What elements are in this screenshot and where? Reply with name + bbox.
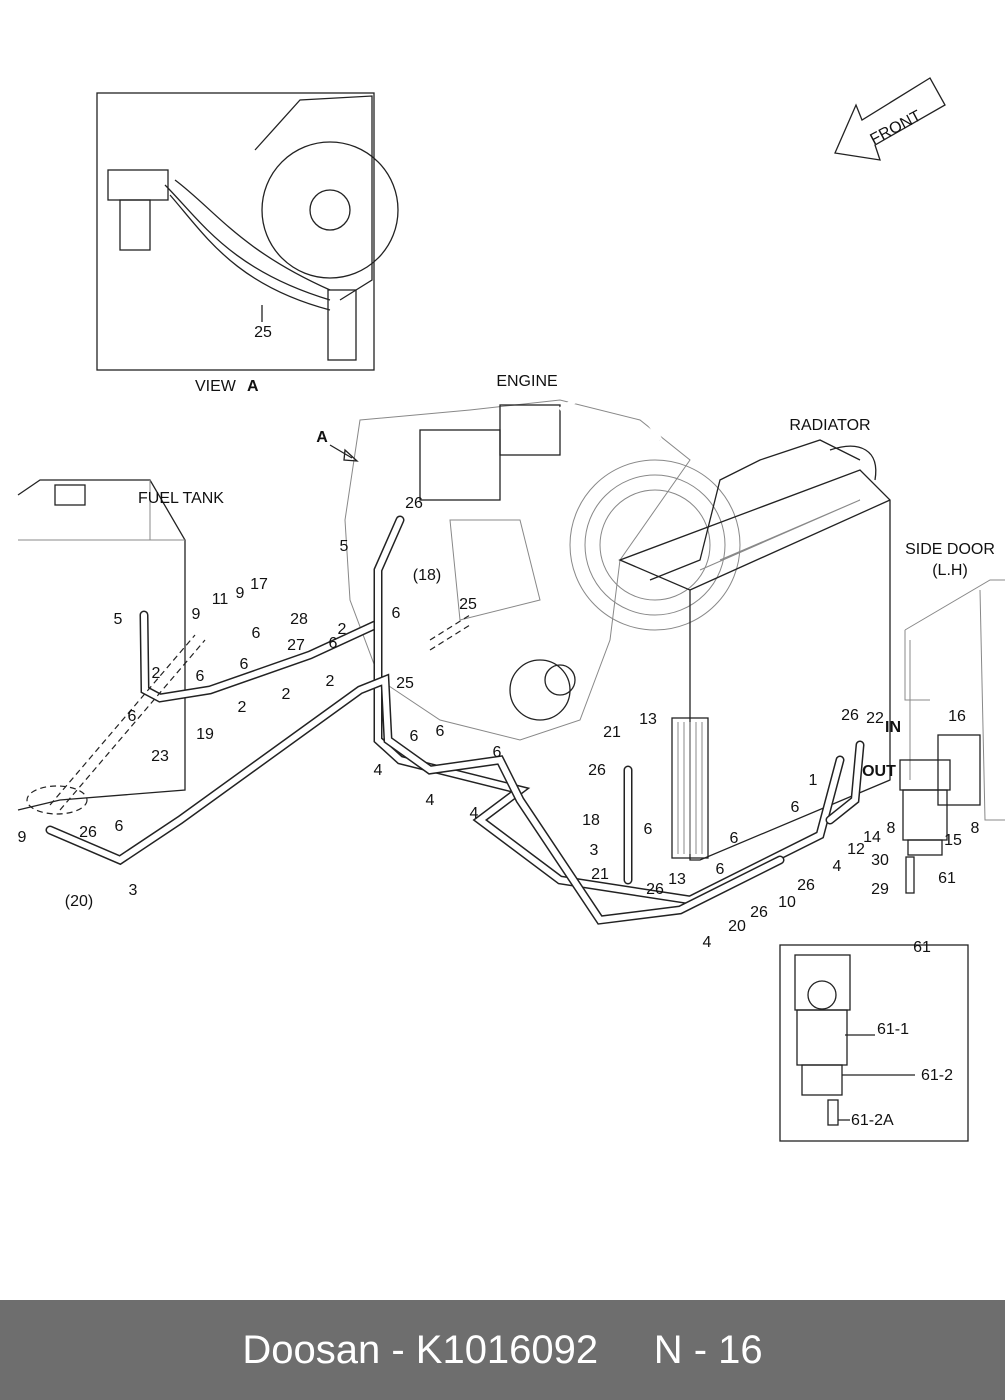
part-callout: 5: [114, 611, 123, 628]
part-callout: 6: [730, 830, 739, 847]
part-callout: 8: [971, 820, 980, 837]
part-callout: (20): [65, 893, 93, 910]
fuel-filter: [899, 734, 981, 894]
part-callout: 6: [493, 744, 502, 761]
engine: [344, 393, 741, 741]
part-callout: 23: [151, 748, 169, 765]
front-label: FRONT: [868, 107, 925, 148]
fuel-hoses: [45, 515, 865, 925]
part-callout: 26: [797, 877, 815, 894]
side-door: [904, 579, 1005, 821]
part-callout: 12: [847, 841, 865, 858]
part-callout: 6: [791, 799, 800, 816]
part-callout: 15: [944, 832, 962, 849]
part-callout: 6: [716, 861, 725, 878]
in-label: IN: [885, 719, 901, 736]
part-callout: 3: [129, 882, 138, 899]
part-callout: 6: [436, 723, 445, 740]
part-callout: 13: [639, 711, 657, 728]
part-callout: 6: [329, 635, 338, 652]
part-callout: (18): [413, 567, 441, 584]
part-callout: 26: [750, 904, 768, 921]
part-callout: 19: [196, 726, 214, 743]
engine-label: ENGINE: [496, 373, 557, 390]
part-callout: 26: [79, 824, 97, 841]
part-callout: 16: [948, 708, 966, 725]
part-callout: 8: [887, 820, 896, 837]
part-callout: 2: [152, 665, 161, 682]
view-a-inset: 25: [96, 92, 399, 371]
fuel-tank: [17, 479, 186, 815]
part-callout: 4: [703, 934, 712, 951]
view-arrow-letter: A: [316, 429, 328, 446]
part-callout: 2: [238, 699, 247, 716]
out-label: OUT: [862, 763, 896, 780]
part-callout: 26: [646, 881, 664, 898]
part-callout: 6: [644, 821, 653, 838]
part-callout: 6: [196, 668, 205, 685]
part-callout: 61: [938, 870, 956, 887]
part-callout: 6: [115, 818, 124, 835]
part-callout: 9: [192, 606, 201, 623]
part-callout: 29: [871, 881, 889, 898]
part-callout: 21: [591, 866, 609, 883]
part-callout: 25: [459, 596, 477, 613]
detail-61-box: 61 61-1 61-2 61-2A: [779, 939, 969, 1142]
part-callout: 17: [250, 576, 268, 593]
view-a-letter: A: [247, 378, 259, 395]
part-callout: 10: [778, 894, 796, 911]
part-callout: 26: [588, 762, 606, 779]
part-callout: 22: [866, 710, 884, 727]
part-callout: 20: [728, 918, 746, 935]
detail-61-part: 61-2A: [851, 1112, 894, 1129]
footer-caption: Doosan - K1016092 N - 16: [0, 1300, 1005, 1400]
fuel-system-diagram: 25 VIEW A FRONT ENGINE RA: [17, 77, 1005, 1142]
part-callout: 28: [290, 611, 308, 628]
view-a-callout: 25: [254, 324, 272, 341]
detail-61-title: 61: [913, 939, 931, 956]
part-callout: 26: [841, 707, 859, 724]
part-callout: 27: [287, 637, 305, 654]
part-callout: 6: [128, 708, 137, 725]
part-callout: 2: [338, 621, 347, 638]
part-callout: 25: [396, 675, 414, 692]
part-callout: 4: [470, 805, 479, 822]
fuel-tank-label: FUEL TANK: [138, 490, 224, 507]
radiator-label: RADIATOR: [789, 417, 870, 434]
part-callout: 2: [282, 686, 291, 703]
part-callout: 2: [326, 673, 335, 690]
front-arrow: FRONT: [834, 77, 946, 161]
part-callout: 30: [871, 852, 889, 869]
view-arrow-icon: [329, 444, 359, 462]
part-callout: 9: [18, 829, 27, 846]
part-callout: 6: [410, 728, 419, 745]
part-callout: 6: [240, 656, 249, 673]
part-callout: 18: [582, 812, 600, 829]
part-callout: 4: [426, 792, 435, 809]
side-door-label: SIDE DOOR: [905, 541, 995, 558]
part-callout: 13: [668, 871, 686, 888]
part-callout: 3: [590, 842, 599, 859]
side-door-sub-label: (L.H): [932, 562, 968, 579]
part-callout: 11: [212, 591, 229, 608]
part-callout: 21: [603, 724, 621, 741]
part-callout: 26: [405, 495, 423, 512]
detail-61-part: 61-2: [921, 1067, 953, 1084]
part-callout: 4: [833, 858, 842, 875]
part-callout: 1: [809, 772, 818, 789]
part-callout: 6: [252, 625, 261, 642]
radiator: [618, 439, 891, 861]
part-callout: 4: [374, 762, 383, 779]
part-callout: 5: [340, 538, 349, 555]
view-a-title: VIEW: [195, 378, 237, 395]
part-callout: 9: [236, 585, 245, 602]
part-callout: 14: [863, 829, 881, 846]
part-callout: 6: [392, 605, 401, 622]
detail-61-part: 61-1: [877, 1021, 909, 1038]
